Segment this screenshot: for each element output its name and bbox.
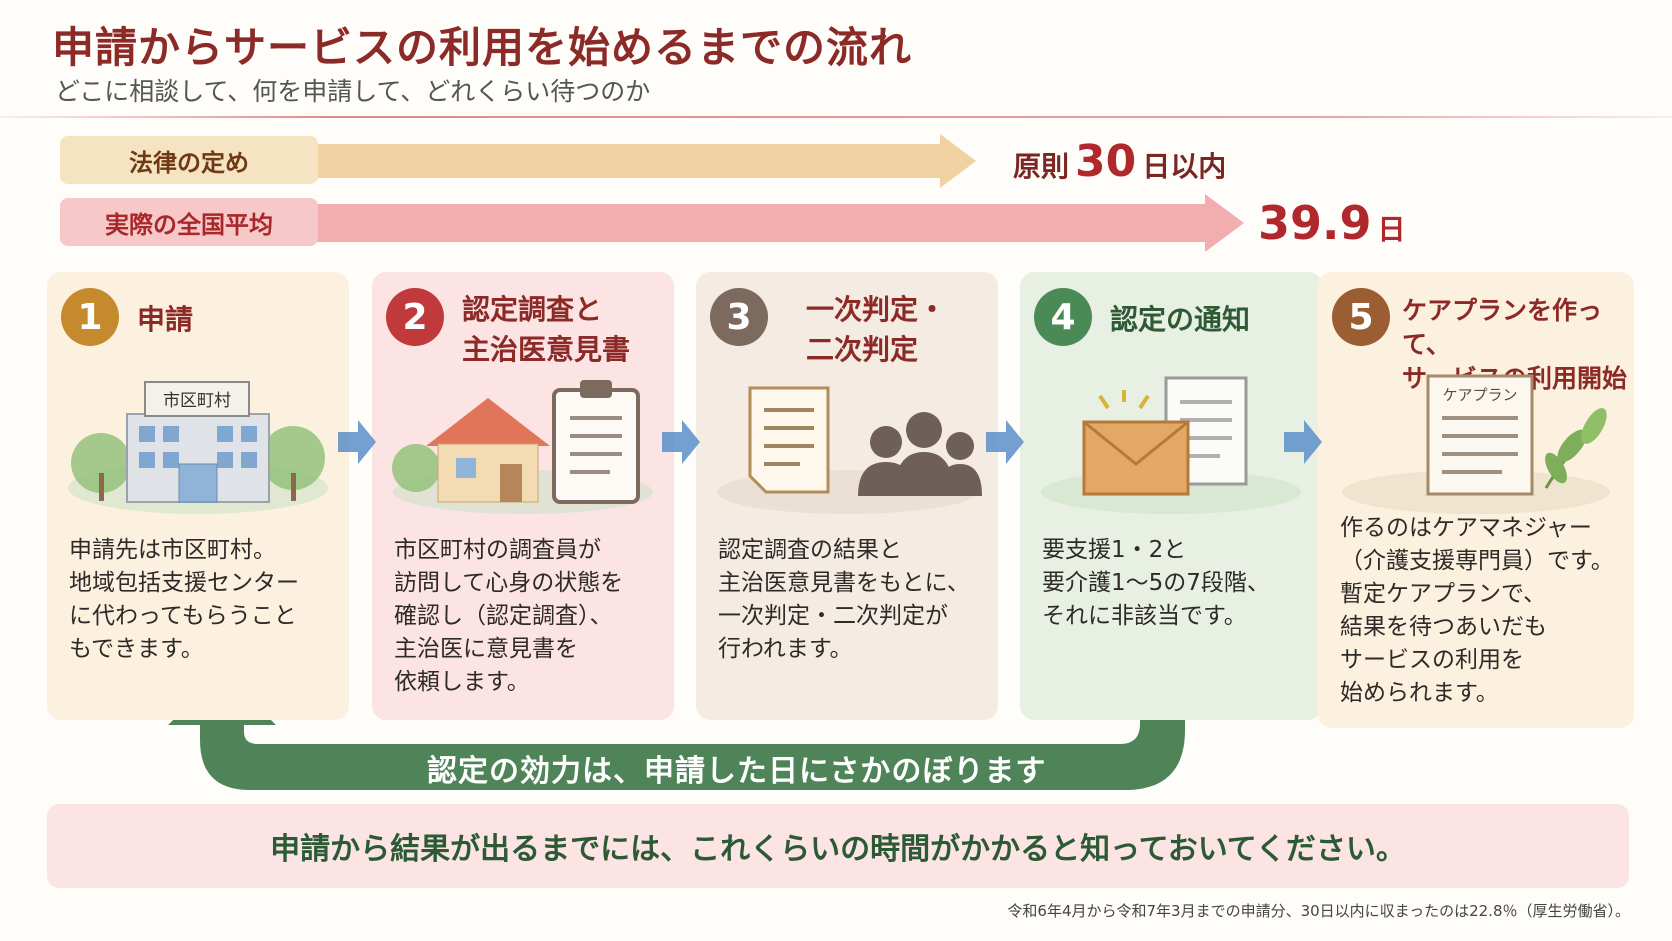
step-1-description: 申請先は市区町村。 地域包括支援センター に代わってもらうこと もできます。 [69,537,299,662]
flow-arrow-3-4 [986,420,1024,464]
step-2-title: 認定調査と 主治医意見書 [462,293,631,366]
step-4-card: 4 認定の通知 要支援1・2と 要介護1〜5の7段階、 それに非該当です。 [1020,272,1322,720]
actual-days: 39.9 [1258,196,1372,250]
step-3-description: 認定調査の結果と 主治医意見書をもとに、 一次判定・二次判定が 行われます。 [718,537,970,662]
care-plan-document-icon: ケアプラン [1342,374,1610,514]
step-4-description: 要支援1・2と 要介護1〜5の7段階、 それに非該当です。 [1042,537,1270,629]
source-footnote: 令和6年4月から令和7年3月までの申請分、30日以内に収まったのは22.8％（厚… [1007,902,1630,920]
step-3-card: 3 一次判定・ 二次判定 認定調査の結果と 主治医意見書をもとに、 一次判定・二… [696,272,998,720]
actual-average-value: 39.9 日 [1258,196,1406,250]
backdate-note: 認定の効力は、申請した日にさかのぼります [427,754,1047,789]
page-subtitle: どこに相談して、何を申請して、どれくらい待つのか [55,77,651,106]
document-and-committee-icon [717,386,982,514]
time-notice-banner: 申請から結果が出るまでには、これくらいの時間がかかると知っておいてください。 [47,804,1629,888]
actual-average-label: 実際の全国平均 [60,198,318,246]
legal-suffix: 日以内 [1142,150,1227,183]
envelope-and-letter-icon [1041,376,1301,514]
step-4-title: 認定の通知 [1110,303,1251,336]
flow-arrow-2-3 [662,420,700,464]
step-5-number: 5 [1332,288,1390,346]
step-1-title: 申請 [137,303,194,336]
legal-deadline-value: 原則 30 日以内 [1013,136,1226,187]
step-3-title: 一次判定・ 二次判定 [806,293,947,366]
legal-prefix: 原則 [1013,150,1070,183]
actual-average-arrow [300,194,1244,252]
legal-deadline-label: 法律の定め [60,136,318,184]
step-2-number: 2 [386,288,444,346]
legal-days: 30 [1075,136,1137,187]
city-hall-sign: 市区町村 [163,391,231,411]
step-3-number: 3 [710,288,768,346]
page-title: 申請からサービスの利用を始めるまでの流れ [52,23,913,72]
house-and-clipboard-icon [392,380,653,514]
step-1-card: 1 申請 市区町村 申請先は市区町村。 地域包括支援センター に代わってもらうこ… [47,272,349,720]
step-5-card: 5 ケアプランを作って、 サービスの利用開始 ケアプラン 作るのはケアマネジャー… [1318,272,1634,728]
flow-arrow-1-2 [338,420,376,464]
step-2-description: 市区町村の調査員が 訪問して心身の状態を 確認し（認定調査）、 主治医に意見書を… [394,537,624,695]
city-hall-icon: 市区町村 [68,381,328,514]
actual-suffix: 日 [1377,213,1406,246]
care-plan-sign: ケアプラン [1442,386,1517,404]
flow-arrow-4-5 [1284,420,1322,464]
legal-deadline-arrow [300,134,976,188]
step-2-card: 2 認定調査と 主治医意見書 市区町村の調査員が 訪問して心身の状態を 確認し（… [372,272,674,720]
step-4-number: 4 [1034,288,1092,346]
step-1-number: 1 [61,288,119,346]
header-divider [0,116,1672,118]
step-5-description: 作るのはケアマネジャー （介護支援専門員）です。 暫定ケアプランで、 結果を待つ… [1340,515,1614,706]
